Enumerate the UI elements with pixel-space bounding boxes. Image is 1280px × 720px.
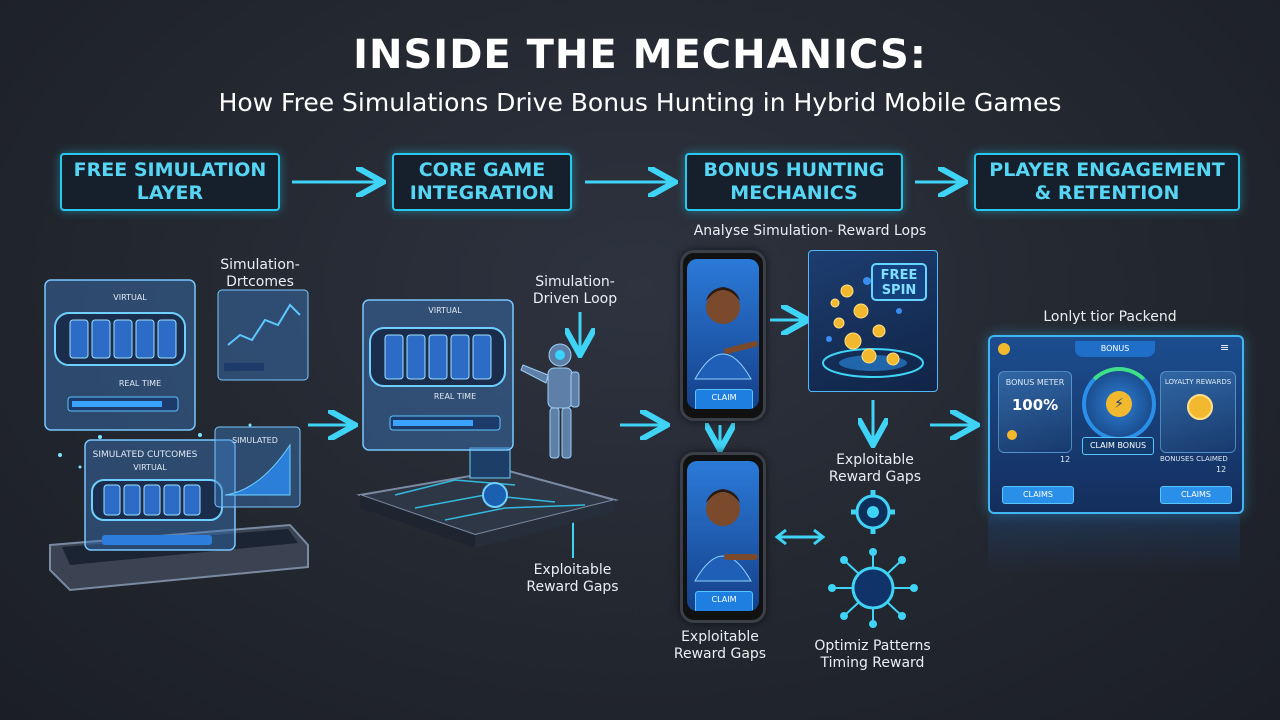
loyalty-backend-label: Lonlyt tior Packend <box>1043 309 1177 325</box>
coins-icon <box>822 277 924 378</box>
stage-label-line2: MECHANICS <box>730 182 858 204</box>
label-line: Reward Gaps <box>828 469 922 485</box>
panel-real-time-label-2: REAL TIME <box>433 392 477 401</box>
phone-top: CLAIM BONUS <box>680 250 766 421</box>
label-line: Exploitable <box>533 562 612 578</box>
claim-bonus-center-button[interactable]: CLAIM BONUS <box>1082 437 1154 455</box>
simulation-driven-loop-label: Simulation- Driven Loop <box>520 274 630 308</box>
count-right: 12 <box>1216 465 1227 474</box>
page-subtitle: How Free Simulations Drive Bonus Hunting… <box>218 88 1062 117</box>
stage-label-line1: PLAYER ENGAGEMENT <box>989 159 1225 181</box>
panel-virtual-label: VIRTUAL <box>113 293 147 302</box>
free-spin-panel: FREE SPIN <box>808 250 938 392</box>
analyse-loops-label: Analyse Simulation- Reward Lops <box>693 223 927 239</box>
menu-icon[interactable]: ≡ <box>1220 341 1230 354</box>
panel-virtual-label-2: VIRTUAL <box>428 306 462 315</box>
label-line: Simulation- <box>535 274 615 290</box>
phone-screen: CLAIM BONUS <box>687 259 759 409</box>
exploitable-gaps-label-right: Exploitable Reward Gaps <box>815 452 935 486</box>
panel-simulated-outcomes-label: SIMULATED CUTCOMES <box>92 450 198 460</box>
label-line: Reward Gaps <box>673 646 767 662</box>
arrow-gaps-double-head-right <box>813 528 826 546</box>
dashboard-topbar: BONUS <box>1075 341 1155 357</box>
panel-virtual-small-label: VIRTUAL <box>133 463 167 472</box>
coin-icon <box>1007 430 1017 440</box>
stage-label-line2: & RETENTION <box>1034 182 1180 204</box>
label-line: Drtcomes <box>226 274 294 290</box>
core-game-illustration <box>356 299 619 548</box>
bonus-ring: ⚡ <box>1082 367 1156 441</box>
claim-bonus-button-bottom[interactable]: CLAIM BONUS <box>695 591 753 611</box>
loyalty-rewards-title: LOYALTY REWARDS <box>1164 378 1232 386</box>
player-avatar-icon <box>694 489 758 582</box>
loyalty-rewards-card: LOYALTY REWARDS <box>1160 371 1236 453</box>
arrow-gaps-double-head-left <box>774 528 787 546</box>
player-avatar-icon <box>694 287 758 380</box>
stage-label-line1: BONUS HUNTING <box>703 159 885 181</box>
bonus-meter-value: 100% <box>1011 396 1059 414</box>
exploitable-gaps-label-col2: Exploitable Reward Gaps <box>515 562 630 596</box>
panel-real-time-label: REAL TIME <box>118 379 162 388</box>
bonus-meter-title: BONUS METER <box>1005 378 1065 387</box>
bonus-meter-card: BONUS METER 100% <box>998 371 1072 453</box>
dashboard-reflection <box>988 514 1240 574</box>
label-line: Reward Gaps <box>526 579 619 595</box>
label-line: Optimiz Patterns <box>814 638 931 654</box>
phone-bottom: CLAIM BONUS <box>680 452 766 623</box>
brain-network-icon <box>828 548 918 628</box>
stage-label-line1: CORE GAME <box>418 159 546 181</box>
exploitable-gaps-label-bottom: Exploitable Reward Gaps <box>665 629 775 663</box>
bonuses-claimed-label: BONUSES CLAIMED <box>1160 455 1228 463</box>
label-line: Exploitable <box>681 629 759 645</box>
gear-badge-icon <box>1187 394 1213 420</box>
stage-label-line2: INTEGRATION <box>409 182 555 204</box>
free-spin-line1: FREE <box>880 268 918 283</box>
coin-icon <box>998 343 1010 355</box>
sim-outcomes-label: Simulation- Drtcomes <box>205 257 315 291</box>
lightning-icon: ⚡ <box>1106 391 1132 417</box>
panel-simulated-label: SIMULATED <box>232 436 278 445</box>
claim-bonus-button-top[interactable]: CLAIM BONUS <box>695 389 753 409</box>
claims-button-right[interactable]: CLAIMS <box>1160 486 1232 504</box>
stage-label-line1: FREE SIMULATION <box>73 159 267 181</box>
optimize-patterns-label: Optimiz Patterns Timing Reward <box>800 638 945 672</box>
stage-label-line2: LAYER <box>136 182 204 204</box>
label-line: Exploitable <box>836 452 914 468</box>
free-spin-line2: SPIN <box>881 283 917 298</box>
gear-icon <box>851 490 895 534</box>
sim-layer-illustration <box>44 279 309 592</box>
stage-player-engagement-retention: PLAYER ENGAGEMENT& RETENTION <box>974 153 1240 211</box>
label-line: Simulation- <box>220 257 300 273</box>
page-title: INSIDE THE MECHANICS: <box>353 32 927 78</box>
claims-button-left[interactable]: CLAIMS <box>1002 486 1074 504</box>
label-line: Timing Reward <box>820 655 925 671</box>
loyalty-dashboard: BONUS ≡ BONUS METER 100% ⚡ CLAIM BONUS L… <box>988 335 1244 514</box>
phone-screen: CLAIM BONUS <box>687 461 759 611</box>
free-spin-badge: FREE SPIN <box>871 263 927 301</box>
count-left: 12 <box>1060 455 1071 464</box>
label-line: Driven Loop <box>532 291 618 307</box>
